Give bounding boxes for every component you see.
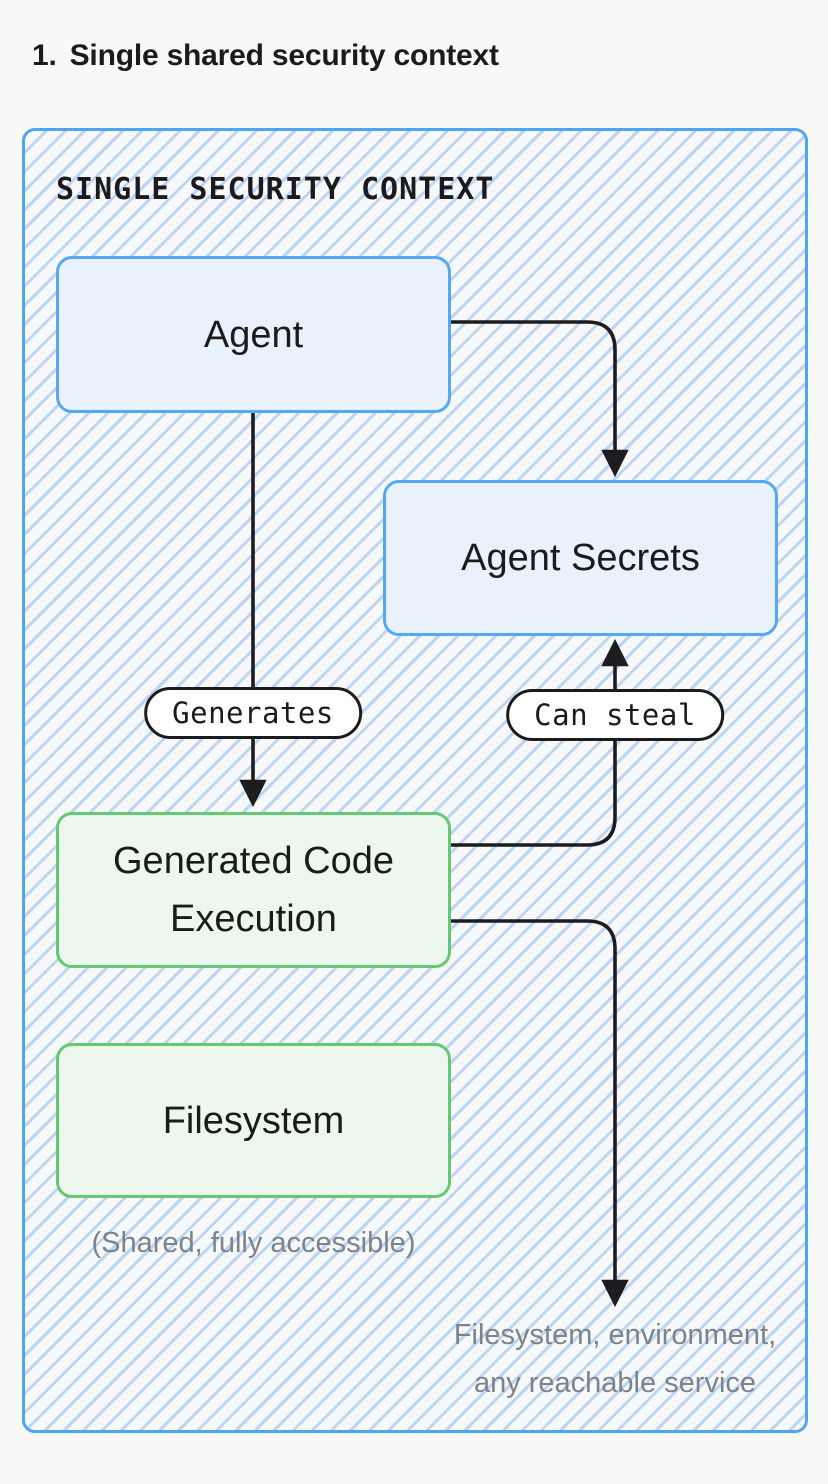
- edge-codeexec-to-reachable: [451, 919, 629, 1308]
- reachable-service-note: Filesystem, environment, any reachable s…: [415, 1311, 815, 1407]
- edge-label-can-steal-text: Can steal: [534, 698, 696, 732]
- section-heading: 1. Single shared security context: [32, 38, 499, 74]
- node-filesystem-label: Filesystem: [162, 1099, 345, 1142]
- edge-label-generates: Generates: [144, 687, 362, 739]
- node-generated-code-execution: Generated Code Execution: [56, 812, 451, 968]
- edge-codeexec-cansteal-secrets: [451, 638, 629, 847]
- section-title: Single shared security context: [69, 39, 499, 72]
- node-agent-secrets-label: Agent Secrets: [461, 537, 700, 579]
- edge-label-generates-text: Generates: [172, 696, 334, 730]
- edge-label-can-steal: Can steal: [506, 689, 724, 741]
- security-context-container: SINGLE SECURITY CONTEXT Agent Agent Secr…: [22, 128, 808, 1433]
- node-agent: Agent: [56, 256, 451, 413]
- filesystem-note: (Shared, fully accessible): [91, 1227, 416, 1259]
- node-agent-secrets: Agent Secrets: [383, 480, 778, 636]
- node-filesystem: Filesystem: [56, 1043, 451, 1198]
- node-generated-code-execution-label: Generated Code Execution: [113, 840, 394, 940]
- edge-agent-to-secrets: [451, 320, 629, 478]
- node-agent-label: Agent: [203, 313, 304, 356]
- reachable-service-note-line1: Filesystem, environment,: [453, 1319, 777, 1351]
- reachable-service-note-line2: any reachable service: [473, 1367, 757, 1399]
- section-number: 1.: [32, 39, 57, 72]
- context-title: SINGLE SECURITY CONTEXT: [56, 172, 495, 207]
